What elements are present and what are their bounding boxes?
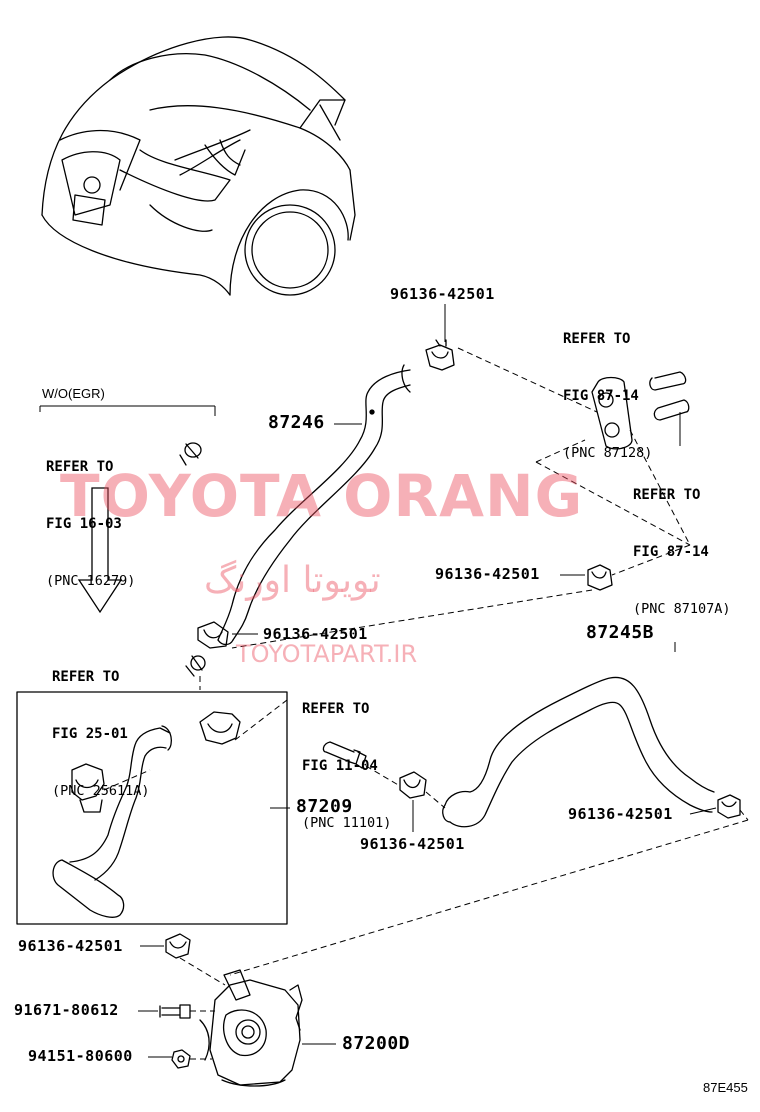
watermark-main: TOYOTA ORANG <box>60 462 584 530</box>
condition-label: W/O(EGR) <box>42 386 105 401</box>
ref-line: REFER TO <box>302 701 370 717</box>
ref-fig: FIG 87-14 <box>563 388 639 404</box>
label-87209[interactable]: 87209 <box>296 796 353 817</box>
bolt-91671 <box>159 1004 191 1019</box>
ref-line: REFER TO <box>633 487 701 503</box>
ref-line: REFER TO <box>52 669 120 685</box>
clamp-lower-mid <box>399 771 427 799</box>
watermark-url: TOYOTAPART.IR <box>236 640 418 668</box>
watermark-persian: تویوتا اورنگ <box>204 560 381 601</box>
clamp-lower-right <box>717 794 741 819</box>
ref-87107a[interactable]: REFER TO FIG 87-14 (PNC 87107A) <box>633 448 731 638</box>
ref-pnc: (PNC 87107A) <box>633 601 731 617</box>
clamp-left <box>197 621 229 649</box>
nut-94151 <box>171 1049 191 1069</box>
ref-pnc: (PNC 16279) <box>46 573 136 589</box>
down-arrow-icon <box>77 487 123 614</box>
label-bolt[interactable]: 91671-80612 <box>14 1001 119 1019</box>
hose-87209 <box>52 725 173 918</box>
clamp-mid-right <box>587 564 613 591</box>
label-clamp-bottom-left[interactable]: 96136-42501 <box>18 937 123 955</box>
label-clamp-lower-mid[interactable]: 96136-42501 <box>360 835 465 853</box>
ref-line: REFER TO <box>46 459 114 475</box>
label-clamp-left[interactable]: 96136-42501 <box>263 625 368 643</box>
ref-16279[interactable]: REFER TO FIG 16-03 (PNC 16279) <box>46 420 135 610</box>
valve-87200d <box>199 969 303 1087</box>
ref-fig: FIG 87-14 <box>633 544 709 560</box>
label-87200d[interactable]: 87200D <box>342 1033 411 1054</box>
figure-code: 87E455 <box>703 1080 748 1095</box>
heater-pipe-plate <box>591 371 690 450</box>
clamp-bottom-left <box>165 933 191 959</box>
label-87245b[interactable]: 87245B <box>586 622 655 643</box>
part-25611a <box>185 655 206 677</box>
ref-line: REFER TO <box>563 331 631 347</box>
label-nut[interactable]: 94151-80600 <box>28 1047 133 1065</box>
ref-pnc: (PNC 11101) <box>302 815 392 831</box>
part-16279 <box>179 442 202 466</box>
ref-pnc: (PNC 25611A) <box>52 783 150 799</box>
label-clamp-top[interactable]: 96136-42501 <box>390 285 495 303</box>
ref-25611a[interactable]: REFER TO FIG 25-01 (PNC 25611A) <box>52 630 150 820</box>
ref-fig: FIG 25-01 <box>52 726 128 742</box>
ref-87128[interactable]: REFER TO FIG 87-14 (PNC 87128) <box>563 292 652 482</box>
label-clamp-lower-right[interactable]: 96136-42501 <box>568 805 673 823</box>
ref-pnc: (PNC 87128) <box>563 445 653 461</box>
car-front-icon <box>41 36 356 296</box>
ref-fig: FIG 16-03 <box>46 516 122 532</box>
clamp-box-upper <box>199 711 241 745</box>
ref-11101[interactable]: REFER TO FIG 11-04 (PNC 11101) <box>302 662 391 852</box>
label-clamp-mid-right[interactable]: 96136-42501 <box>435 565 540 583</box>
ref-fig: FIG 11-04 <box>302 758 378 774</box>
label-87246[interactable]: 87246 <box>268 412 325 433</box>
pipe-11101 <box>322 741 367 769</box>
clamp-top <box>425 339 455 371</box>
clamp-box-left <box>71 763 105 813</box>
